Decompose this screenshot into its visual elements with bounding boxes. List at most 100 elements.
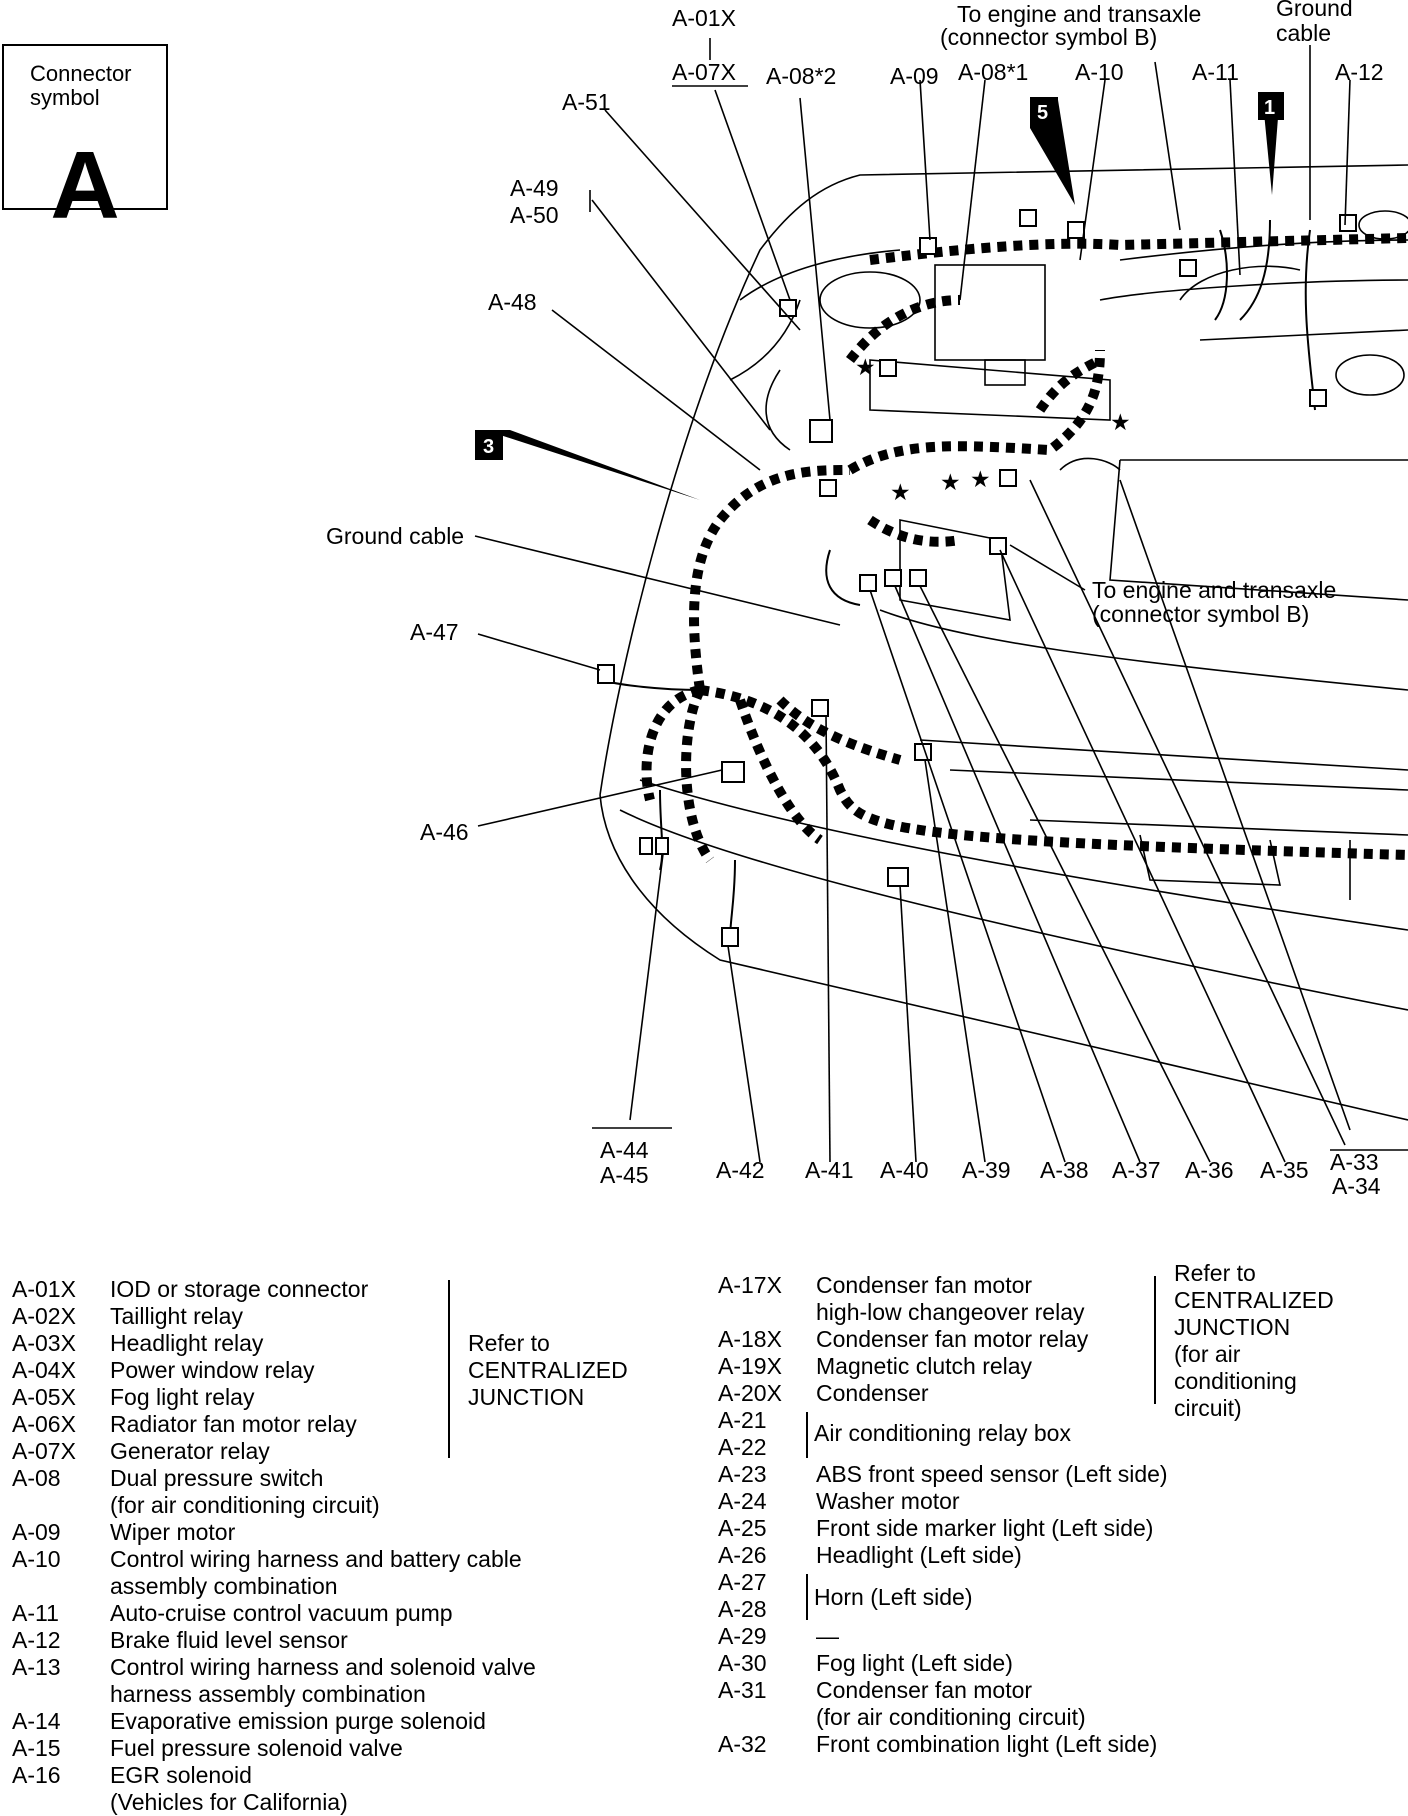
car-body-outline <box>599 164 1408 1121</box>
legend-code: A-13 <box>12 1654 61 1680</box>
label-a46: A-46 <box>420 819 469 845</box>
legend-desc: Fuel pressure solenoid valve <box>110 1735 403 1761</box>
legend-code: A-24 <box>718 1488 767 1514</box>
label-a-36: A-36 <box>1185 1157 1234 1183</box>
label-a09: A-09 <box>890 63 939 89</box>
legend-desc-continued: assembly combination <box>110 1573 338 1599</box>
legend-desc: Fog light (Left side) <box>816 1650 1013 1676</box>
legend-desc-continued: high-low changeover relay <box>816 1299 1085 1325</box>
legend-desc: Headlight relay <box>110 1330 264 1356</box>
legend-desc: Radiator fan motor relay <box>110 1411 357 1437</box>
label-a47: A-47 <box>410 619 459 645</box>
label-a-33: A-33 <box>1330 1149 1379 1175</box>
legend-desc: Taillight relay <box>110 1303 243 1329</box>
legend-row-a-21: A-21 <box>718 1407 1168 1434</box>
connector-symbol-letter: A <box>50 132 120 239</box>
legend-code: A-14 <box>12 1708 61 1734</box>
label-a08-2: A-08*2 <box>766 63 836 89</box>
legend-code: A-15 <box>12 1735 61 1761</box>
ground-cable-left-label: Ground cable <box>326 523 464 549</box>
brace-27-28 <box>806 1574 808 1620</box>
legend-code: A-03X <box>12 1330 76 1356</box>
legend-code: A-11 <box>12 1600 59 1626</box>
to-engine-label-2: To engine and transaxle <box>1092 577 1336 603</box>
legend-row-a-25: A-25 Front side marker light (Left side) <box>718 1515 1168 1542</box>
group-27-28-label: Horn (Left side) <box>814 1584 973 1610</box>
label-a-45: A-45 <box>600 1162 649 1188</box>
svg-text:★: ★ <box>890 479 911 505</box>
legend-desc: Generator relay <box>110 1438 270 1464</box>
legend-desc: Evaporative emission purge solenoid <box>110 1708 486 1734</box>
legend-code: A-20X <box>718 1380 782 1406</box>
legend-desc-continued: (Vehicles for California) <box>110 1789 348 1815</box>
label-a-39: A-39 <box>962 1157 1011 1183</box>
stars: ★★ ★★ ★ <box>855 354 1131 505</box>
legend-desc: Control wiring harness and solenoid valv… <box>110 1654 536 1680</box>
label-a08-1: A-08*1 <box>958 59 1028 85</box>
legend-desc: Dual pressure switch <box>110 1465 324 1491</box>
legend-code: A-17X <box>718 1272 782 1298</box>
label-a-44: A-44 <box>600 1137 649 1163</box>
svg-text:★: ★ <box>940 469 961 495</box>
legend-desc: ABS front speed sensor (Left side) <box>816 1461 1168 1487</box>
legend-code: A-32 <box>718 1731 767 1757</box>
legend-code: A-02X <box>12 1303 76 1329</box>
callout-3: 3 <box>483 436 494 458</box>
legend-code: A-05X <box>12 1384 76 1410</box>
brace-note-right: Refer to CENTRALIZED JUNCTION (for air c… <box>1174 1260 1334 1421</box>
legend-desc: Condenser <box>816 1380 929 1406</box>
legend-desc-continued: harness assembly combination <box>110 1681 426 1707</box>
label-a11: A-11 <box>1192 59 1239 85</box>
legend-row-a-13: A-13 Control wiring harness and solenoid … <box>12 1654 536 1681</box>
label-a-42: A-42 <box>716 1157 765 1183</box>
legend-code: A-28 <box>718 1596 767 1622</box>
leader-lines <box>474 38 1408 1163</box>
label-a51: A-51 <box>562 89 611 115</box>
legend-code: A-04X <box>12 1357 76 1383</box>
label-a49: A-49 <box>510 175 559 201</box>
legend-desc: Front side marker light (Left side) <box>816 1515 1154 1541</box>
legend-row-a-20x: A-20X Condenser <box>718 1380 1168 1407</box>
label-a10: A-10 <box>1075 59 1124 85</box>
svg-text:★: ★ <box>1110 409 1131 435</box>
legend-code: A-16 <box>12 1762 61 1788</box>
engine-compartment-diagram: ★★ ★★ ★ <box>326 0 1408 1199</box>
legend-desc-continued: (for air conditioning circuit) <box>110 1492 380 1518</box>
brace-note-left: Refer to CENTRALIZED JUNCTION <box>468 1330 628 1410</box>
label-a01x: A-01X <box>672 5 736 31</box>
legend-code: A-29 <box>718 1623 767 1649</box>
legend-code: A-18X <box>718 1326 782 1352</box>
legend-desc: Washer motor <box>816 1488 960 1514</box>
legend-code: A-10 <box>12 1546 61 1572</box>
legend-code: A-09 <box>12 1519 61 1545</box>
legend-code: A-22 <box>718 1434 767 1460</box>
label-a-41: A-41 <box>805 1157 854 1183</box>
label-a-38: A-38 <box>1040 1157 1089 1183</box>
legend-desc: — <box>816 1623 839 1649</box>
legend-code: A-30 <box>718 1650 767 1676</box>
legend-row-a-16: A-16 EGR solenoid <box>12 1762 536 1789</box>
legend-code: A-27 <box>718 1569 767 1595</box>
legend-desc: Power window relay <box>110 1357 315 1383</box>
label-a-34: A-34 <box>1332 1173 1381 1199</box>
connector-symbol-box: Connector symbol A <box>2 44 168 234</box>
legend-row-a-30: A-30 Fog light (Left side) <box>718 1650 1168 1677</box>
legend-desc: EGR solenoid <box>110 1762 252 1788</box>
legend-code: A-12 <box>12 1627 61 1653</box>
legend-row-a-22: A-22 <box>718 1434 1168 1461</box>
legend-row-a-28: A-28 <box>718 1596 1168 1623</box>
callout-1: 1 <box>1264 97 1275 119</box>
legend-code: A-25 <box>718 1515 767 1541</box>
legend-desc: Control wiring harness and battery cable <box>110 1546 522 1572</box>
legend-desc: Headlight (Left side) <box>816 1542 1022 1568</box>
